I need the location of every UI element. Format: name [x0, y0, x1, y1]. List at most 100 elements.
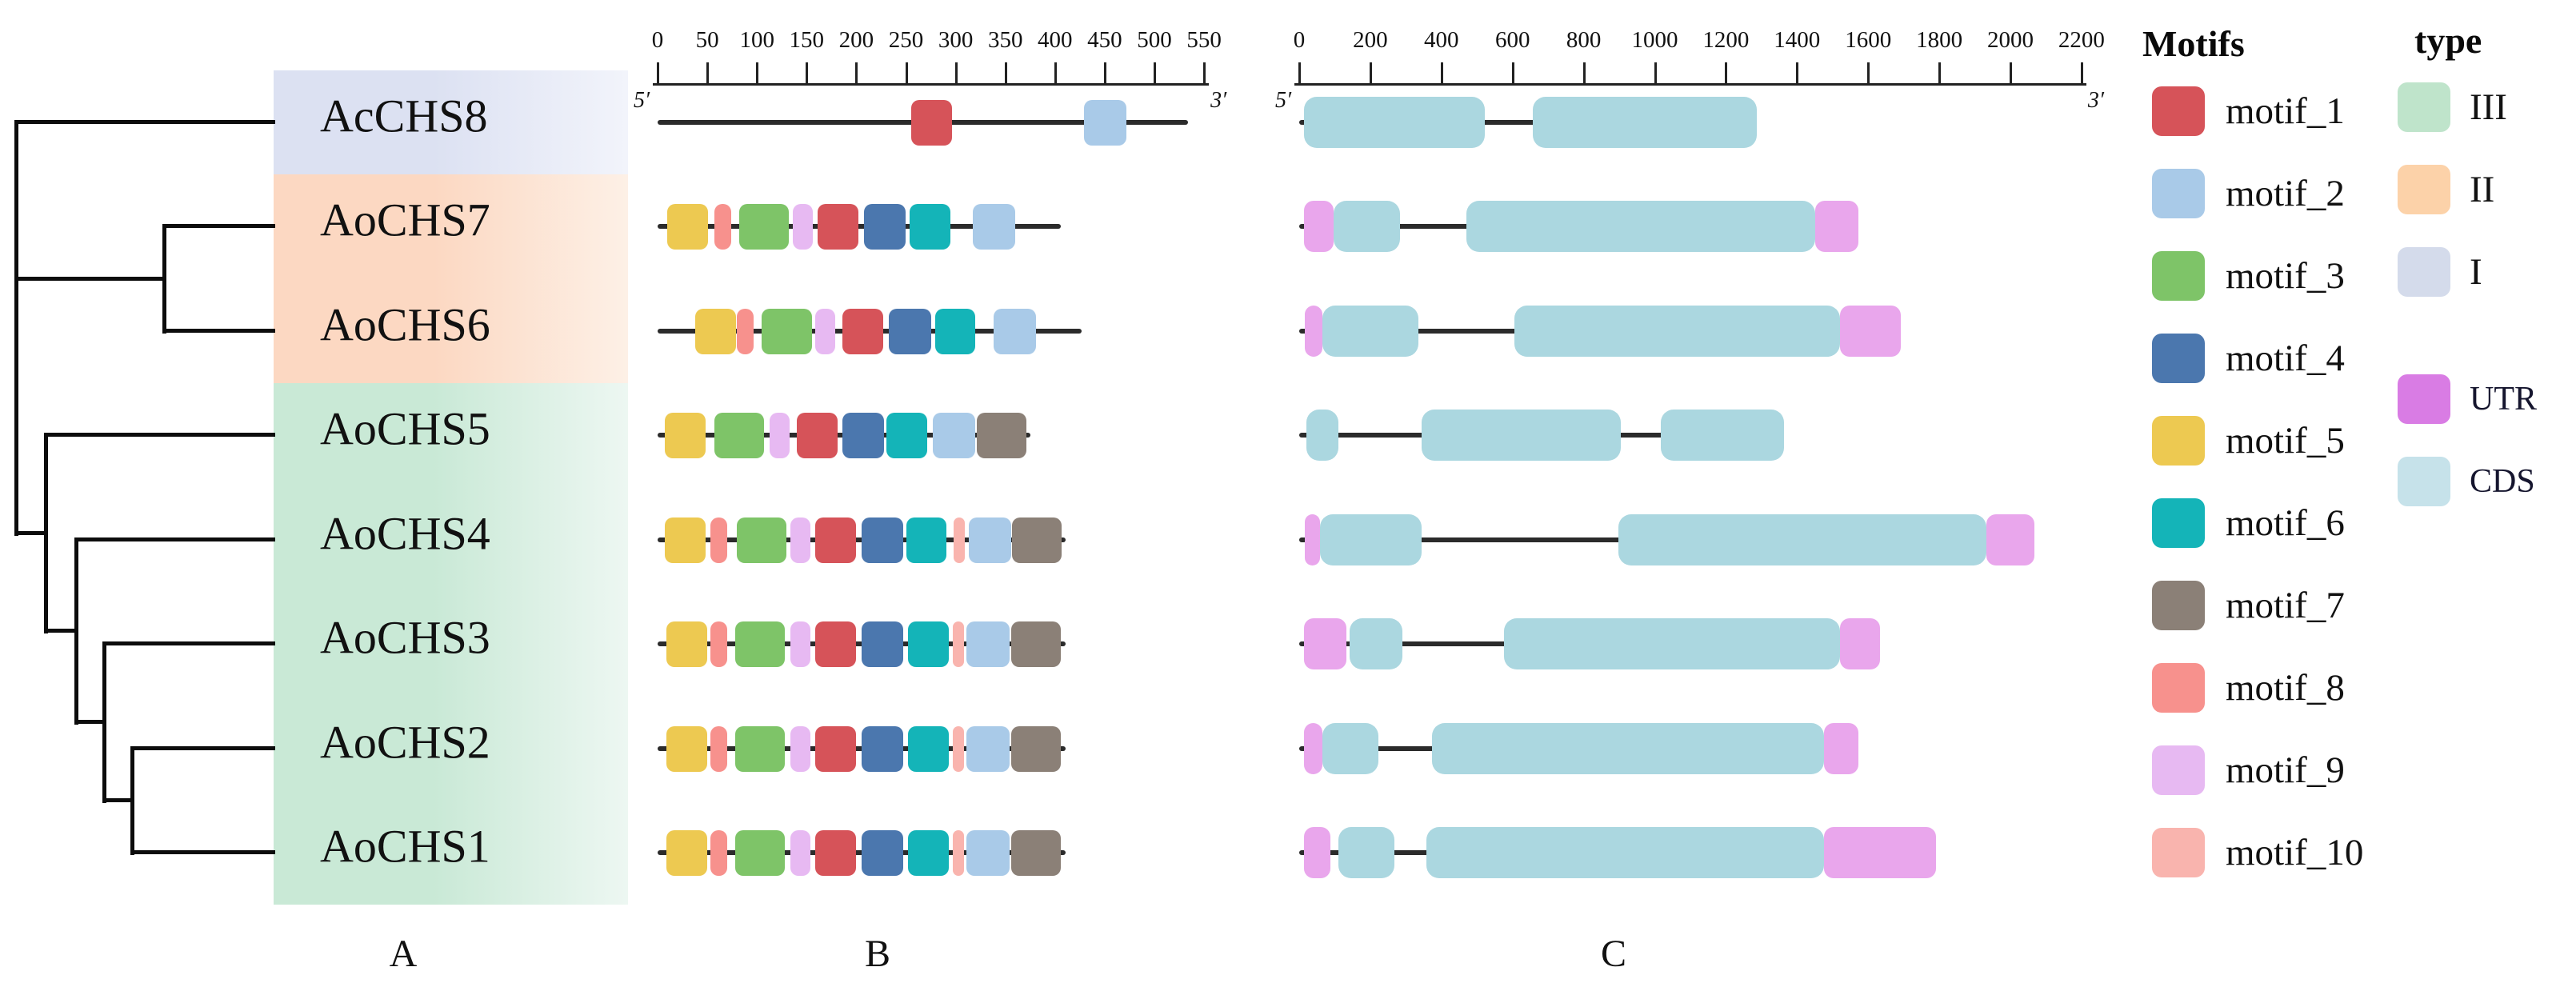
legend-swatch-motif_9	[2152, 745, 2205, 795]
motif-motif_4-AoCHS2	[861, 726, 903, 772]
segment-utr-3-AoCHS2	[1823, 723, 1858, 774]
segment-cds-1-AoCHS4	[1319, 514, 1422, 565]
motif-motif_10-AoCHS2	[952, 726, 964, 772]
panelC-ruler-tick-600	[1511, 62, 1514, 83]
panelC-ruler-ticklabel-0: 0	[1293, 27, 1306, 53]
motif-motif_2-AoCHS5	[933, 413, 976, 458]
motif-motif_10-AoCHS1	[952, 830, 964, 876]
motif-motif_6-AoCHS5	[886, 413, 927, 458]
motif-motif_10-AoCHS4	[954, 517, 965, 563]
legend-label-motif_1: motif_1	[2226, 90, 2345, 132]
legend-swatch-type-II	[2398, 165, 2450, 214]
motif-motif_5-AoCHS6	[695, 309, 737, 354]
motif-motif_5-AoCHS5	[664, 413, 706, 458]
segment-cds-1-AcCHS8	[1533, 97, 1758, 148]
motif-motif_6-AoCHS4	[906, 517, 947, 563]
segment-cds-2-AoCHS7	[1466, 201, 1815, 252]
segment-cds-1-AoCHS7	[1334, 201, 1400, 252]
panelB-ruler-tick-250	[905, 62, 908, 83]
panel-label-c: C	[1600, 933, 1627, 975]
segment-cds-2-AoCHS6	[1514, 306, 1840, 357]
motif-motif_5-AoCHS1	[666, 830, 708, 876]
legend-swatch-motif_5	[2152, 416, 2205, 466]
panelB-ruler-ticklabel-500: 500	[1137, 27, 1172, 53]
motif-motif_6-AoCHS2	[907, 726, 949, 772]
panelB-ruler-tick-150	[806, 62, 809, 83]
legend-label-type-II: II	[2470, 169, 2495, 210]
motif-motif_7-AoCHS1	[1011, 830, 1062, 876]
panelB-ruler-three-prime: 3′	[1210, 88, 1227, 113]
tree-vertical-clade76	[162, 224, 166, 334]
panelB-ruler-ticklabel-50: 50	[695, 27, 719, 53]
legend-label-motif_10: motif_10	[2226, 832, 2364, 873]
segment-cds-1-AoCHS3	[1350, 618, 1402, 669]
motif-motif_2-AoCHS2	[966, 726, 1010, 772]
legend-swatch-motif_6	[2152, 498, 2205, 548]
motif-motif_7-AoCHS4	[1012, 517, 1062, 563]
tree-branch-AoCHS5	[44, 433, 275, 437]
tree-vertical-cladeC	[74, 537, 78, 725]
legend-label-motif_5: motif_5	[2226, 420, 2345, 462]
panelC-ruler-ticklabel-1000: 1000	[1631, 27, 1678, 53]
panelB-ruler-tick-350	[1004, 62, 1007, 83]
motif-motif_9-AoCHS1	[790, 830, 811, 876]
panel-label-a: A	[389, 933, 418, 975]
segment-utr-0-AoCHS7	[1303, 201, 1334, 252]
tree-connector-clade76	[14, 277, 166, 281]
motif-motif_9-AoCHS4	[790, 517, 811, 563]
legend-label-motif_9: motif_9	[2226, 749, 2345, 791]
motif-motif_5-AoCHS3	[666, 621, 708, 667]
segment-cds-1-AoCHS1	[1338, 827, 1395, 878]
legend-swatch-motif_1	[2152, 86, 2205, 136]
motif-motif_2-AoCHS6	[993, 309, 1037, 354]
legend-swatch-UTR	[2398, 374, 2450, 424]
panelC-ruler-baseline	[1294, 83, 2086, 86]
segment-utr-0-AoCHS2	[1303, 723, 1322, 774]
motif-motif_4-AoCHS3	[861, 621, 903, 667]
panelB-ruler-baseline	[653, 83, 1210, 86]
tree-vertical-cladeE	[130, 746, 134, 855]
panelB-ruler-tick-300	[954, 62, 958, 83]
motif-motif_7-AoCHS5	[976, 413, 1026, 458]
motif-motif_8-AoCHS1	[710, 830, 727, 876]
band-type-I	[274, 70, 628, 174]
segment-cds-2-AoCHS1	[1426, 827, 1824, 878]
legend-label-motif_8: motif_8	[2226, 667, 2345, 709]
gene-name-AoCHS4: AoCHS4	[320, 507, 490, 560]
segment-utr-3-AoCHS6	[1839, 306, 1902, 357]
motifs-legend-title: Motifs	[2142, 23, 2245, 64]
motif-motif_6-AoCHS1	[907, 830, 949, 876]
legend-swatch-motif_3	[2152, 251, 2205, 301]
motif-motif_4-AoCHS7	[864, 204, 906, 250]
legend-swatch-motif_7	[2152, 581, 2205, 630]
tree-vertical-cladeD	[102, 641, 106, 803]
tree-connector-cladeD	[74, 720, 106, 724]
motif-motif_1-AoCHS7	[817, 204, 858, 250]
gene-backbone-AcCHS8	[1299, 120, 1758, 125]
band-type-III	[274, 383, 628, 905]
protein-backbone-AoCHS7	[658, 224, 1062, 229]
panelC-ruler-tick-2000	[2010, 62, 2012, 83]
gene-name-AoCHS7: AoCHS7	[320, 194, 490, 246]
panelC-ruler-ticklabel-2000: 2000	[1987, 27, 2034, 53]
panelB-ruler-tick-50	[706, 62, 710, 83]
motif-motif_3-AoCHS4	[737, 517, 787, 563]
legend-swatch-motif_10	[2152, 828, 2205, 877]
panelB-ruler-ticklabel-350: 350	[987, 27, 1023, 53]
tree-vertical-cladeB	[44, 433, 48, 633]
motif-motif_1-AoCHS6	[842, 309, 883, 354]
legend-swatch-motif_8	[2152, 663, 2205, 713]
panelC-ruler-tick-1200	[1725, 62, 1728, 83]
tree-branch-AcCHS8	[14, 120, 275, 124]
gene-name-AoCHS5: AoCHS5	[320, 402, 490, 455]
panelC-ruler-ticklabel-200: 200	[1353, 27, 1388, 53]
motif-motif_4-AoCHS5	[842, 413, 885, 458]
panelC-ruler-tick-1000	[1654, 62, 1657, 83]
panelB-ruler-ticklabel-550: 550	[1186, 27, 1222, 53]
motif-motif_8-AoCHS7	[714, 204, 731, 250]
panelC-ruler-ticklabel-1200: 1200	[1702, 27, 1750, 53]
legend-label-CDS: CDS	[2470, 463, 2535, 500]
panelB-ruler-tick-550	[1203, 62, 1206, 83]
tree-connector-cladeC	[44, 629, 78, 633]
segment-cds-1-AoCHS6	[1322, 306, 1418, 357]
